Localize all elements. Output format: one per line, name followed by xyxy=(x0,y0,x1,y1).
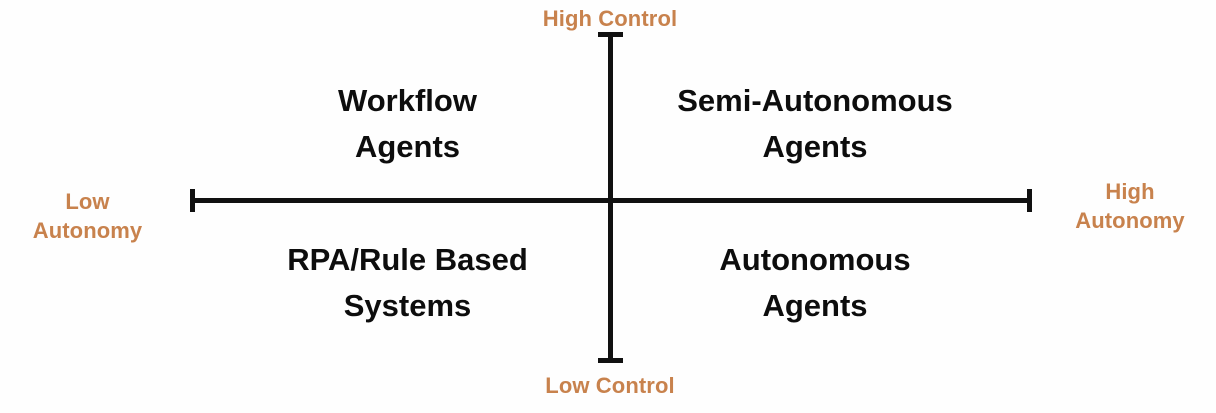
quadrant-label-rpa-rule-based-systems: RPA/Rule Based Systems xyxy=(287,242,528,323)
vertical-axis-top-cap xyxy=(598,32,623,37)
horizontal-axis-left-cap xyxy=(190,189,195,212)
vertical-axis-line xyxy=(608,32,613,363)
axis-label-low-autonomy: Low Autonomy xyxy=(32,189,143,243)
vertical-axis-bottom-cap xyxy=(598,358,623,363)
horizontal-axis-right-cap xyxy=(1027,189,1032,212)
axis-label-low-control: Low Control xyxy=(545,373,675,398)
quadrant-label-semi-autonomous-agents: Semi-Autonomous Agents xyxy=(677,83,953,164)
quadrant-label-workflow-agents: Workflow Agents xyxy=(338,83,477,164)
axis-label-high-control: High Control xyxy=(542,6,678,31)
axis-label-high-autonomy: High Autonomy xyxy=(1075,179,1185,233)
quadrant-label-autonomous-agents: Autonomous Agents xyxy=(719,242,911,323)
